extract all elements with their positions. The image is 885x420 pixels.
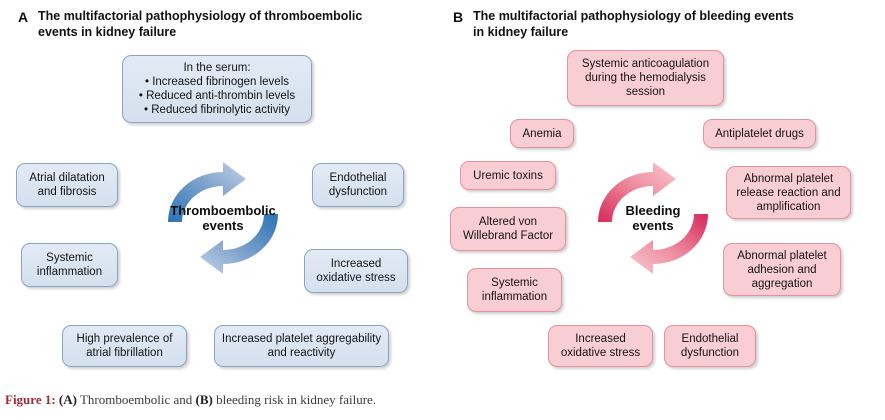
panel-b-bleeding: B The multifactorial pathophysiology of … <box>443 0 885 385</box>
cycle-arrow-top <box>598 162 676 222</box>
node-label: Altered von Willebrand Factor <box>462 216 554 242</box>
node-systemic-anticoagulation: Systemic anticoagulation during the hemo… <box>567 50 724 106</box>
node-abnormal-platelet-adhesion: Abnormal platelet adhesion and aggregati… <box>723 243 841 296</box>
serum-heading: In the serum: <box>183 62 251 74</box>
node-in-the-serum: In the serum: • Increased fibrinogen lev… <box>122 55 312 123</box>
node-label: Uremic toxins <box>473 169 543 182</box>
node-increased-platelet-aggregability-and-reactivity: Increased platelet aggregability and rea… <box>214 325 389 367</box>
panel-a-thromboembolic: A The multifactorial pathophysiology of … <box>0 0 443 385</box>
node-antiplatelet-drugs: Antiplatelet drugs <box>703 119 816 148</box>
serum-item-2: • Reduced anti-thrombin levels <box>138 90 296 102</box>
node-label: Abnormal platelet adhesion and aggregati… <box>737 249 827 290</box>
node-atrial-dilatation-and-fibrosis: Atrial dilatation and fibrosis <box>16 163 118 207</box>
serum-item-1: • Increased fibrinogen levels <box>144 76 290 88</box>
node-label: Atrial dilatation and fibrosis <box>29 172 105 198</box>
node-label: Increased oxidative stress <box>560 333 641 359</box>
node-label: Endothelial dysfunction <box>328 172 388 198</box>
cycle-arrows-icon <box>168 162 278 274</box>
cycle-arrow-top <box>168 162 246 222</box>
panel-a-title: The multifactorial pathophysiology of th… <box>38 9 363 39</box>
node-label: Increased oxidative stress <box>316 258 396 284</box>
node-label: Increased platelet aggregability and rea… <box>221 333 382 359</box>
node-label: Anemia <box>522 127 562 140</box>
cycle-arrows-icon <box>598 162 708 274</box>
figure-caption: Figure 1: (A) Thromboembolic and (B) ble… <box>5 392 880 408</box>
node-label: Endothelial dysfunction <box>680 333 740 359</box>
figure-caption-label: Figure 1: <box>5 392 56 407</box>
node-high-prevalence-of-atrial-fibrillation: High prevalence of atrial fibrillation <box>62 325 187 367</box>
panel-b-letter: B <box>453 9 464 25</box>
serum-item-3: • Reduced fibrinolytic activity <box>144 104 290 116</box>
panel-b-title: The multifactorial pathophysiology of bl… <box>473 9 794 39</box>
node-label: Systemic inflammation <box>36 252 103 278</box>
figure-caption-text-1: Thromboembolic and <box>76 392 196 407</box>
figure-caption-tag-b: (B) <box>195 392 213 407</box>
figure-caption-tag-a: (A) <box>58 392 77 407</box>
cycle-thromboembolic: Thromboembolic events <box>160 160 286 276</box>
node-systemic-inflammation: Systemic inflammation <box>467 268 562 312</box>
node-label: Systemic anticoagulation during the hemo… <box>581 58 710 98</box>
node-anemia: Anemia <box>510 119 574 148</box>
node-increased-oxidative-stress: Increased oxidative stress <box>304 249 408 293</box>
node-altered-von-willebrand-factor: Altered von Willebrand Factor <box>450 207 566 251</box>
cycle-arrow-bottom <box>200 214 278 274</box>
figure-caption-text-2: bleeding risk in kidney failure. <box>212 392 377 407</box>
node-endothelial-dysfunction: Endothelial dysfunction <box>664 325 756 367</box>
cycle-arrow-bottom <box>630 214 708 274</box>
node-endothelial-dysfunction: Endothelial dysfunction <box>312 163 404 207</box>
node-abnormal-platelet-release-reaction: Abnormal platelet release reaction and a… <box>726 166 851 219</box>
node-increased-oxidative-stress: Increased oxidative stress <box>548 325 653 367</box>
node-label: Antiplatelet drugs <box>715 127 804 140</box>
node-label: High prevalence of atrial fibrillation <box>76 333 173 359</box>
node-systemic-inflammation: Systemic inflammation <box>21 243 118 287</box>
node-uremic-toxins: Uremic toxins <box>460 161 556 190</box>
panel-a-letter: A <box>18 9 29 25</box>
node-label: Systemic inflammation <box>481 277 548 303</box>
cycle-bleeding: Bleeding events <box>590 160 716 276</box>
node-label: Abnormal platelet release reaction and a… <box>736 172 841 213</box>
